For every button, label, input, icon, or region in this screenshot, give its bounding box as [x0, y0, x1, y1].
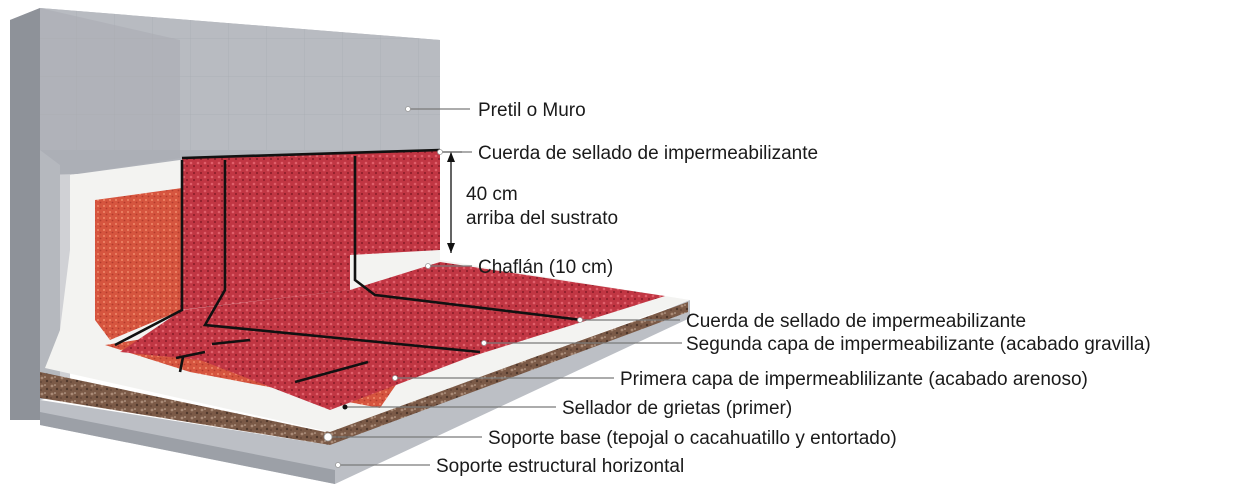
- first-coat-wall: [95, 188, 182, 340]
- label-cuerda-floor: Cuerda de sellado de impermeabilizante: [686, 311, 1026, 332]
- leader-lines: [323, 106, 682, 468]
- label-primera-capa: Primera capa de impermeablilizante (acab…: [620, 369, 1088, 390]
- label-cuerda-top: Cuerda de sellado de impermeabilizante: [478, 143, 818, 164]
- label-soporte-estructural: Soporte estructural horizontal: [436, 456, 684, 477]
- height-dimension-arrow: [440, 151, 462, 253]
- labels: Pretil o Muro Cuerda de sellado de imper…: [436, 100, 1151, 477]
- gravel-base-layer: [40, 302, 688, 445]
- label-soporte-base: Soporte base (tepojal o cacahuatillo y e…: [488, 428, 897, 449]
- label-height-value: 40 cm: [466, 184, 518, 205]
- label-chaflan: Chaflán (10 cm): [478, 257, 613, 278]
- side-wall-face-lower: [40, 150, 60, 400]
- side-wall-face: [40, 8, 180, 400]
- label-segunda-capa: Segunda capa de impermeabilizante (acaba…: [686, 334, 1151, 355]
- second-coat-wall: [180, 150, 440, 310]
- label-height-text: arriba del sustrato: [466, 208, 618, 229]
- membrane-seams: [114, 148, 583, 384]
- second-coat-floor: [120, 262, 665, 410]
- label-pretil: Pretil o Muro: [478, 100, 586, 121]
- label-sellador: Sellador de grietas (primer): [562, 398, 792, 419]
- structural-slab: [40, 300, 690, 484]
